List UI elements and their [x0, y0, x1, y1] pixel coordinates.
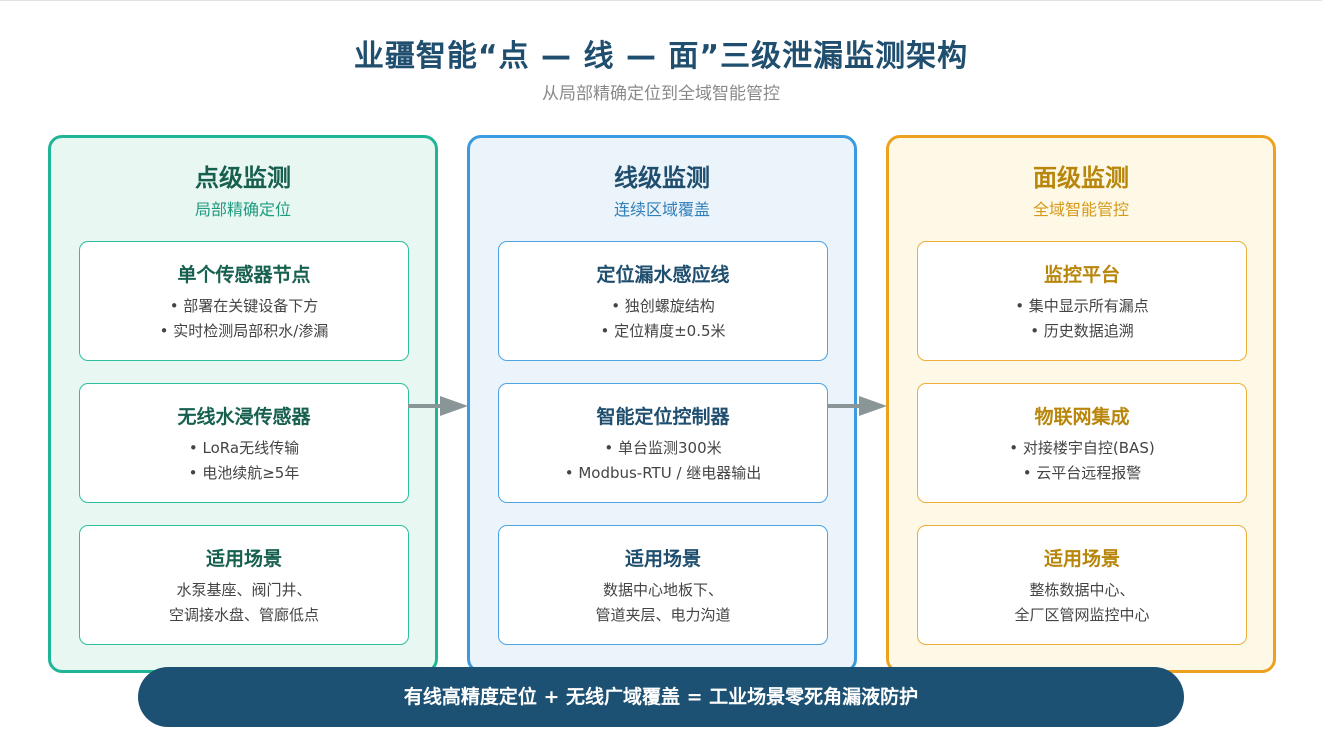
panel-title: 面级监测 [1033, 164, 1129, 192]
card-line: • 云平台远程报警 [1022, 464, 1142, 482]
card-line: • 电池续航≥5年 [188, 464, 300, 482]
card-line: 管道夹层、电力沟道 [595, 606, 731, 624]
card-line: • 单台监测300米 [604, 439, 722, 457]
card-line: • 独创螺旋结构 [611, 297, 715, 315]
panel-subtitle: 连续区域覆盖 [613, 200, 710, 219]
card-line: • 实时检测局部积水/渗漏 [159, 322, 329, 340]
arrow-right-icon [827, 396, 887, 416]
card-line: • 定位精度±0.5米 [600, 322, 726, 340]
page-subtitle: 从局部精确定位到全域智能管控 [542, 84, 780, 104]
arrow-right-icon [408, 396, 468, 416]
card-line: 水泵基座、阀门井、 [176, 581, 312, 599]
summary-banner: 有线高精度定位 + 无线广域覆盖 = 工业场景零死角漏液防护 [138, 667, 1184, 727]
controller-card: 智能定位控制器 • 单台监测300米 • Modbus-RTU / 继电器输出 [498, 383, 828, 503]
iot-integration-card: 物联网集成 • 对接楼宇自控(BAS) • 云平台远程报警 [917, 383, 1247, 503]
panel-title: 点级监测 [195, 164, 291, 192]
card-line: • 部署在关键设备下方 [169, 297, 319, 315]
card-line: • 历史数据追溯 [1030, 322, 1134, 340]
card-title: 监控平台 [1043, 264, 1120, 286]
card-line: • 对接楼宇自控(BAS) [1009, 439, 1155, 457]
line-scenario-card: 适用场景 数据中心地板下、 管道夹层、电力沟道 [498, 525, 828, 645]
panel-subtitle: 全域智能管控 [1032, 200, 1129, 219]
card-title: 适用场景 [1043, 548, 1120, 570]
card-line: • 集中显示所有漏点 [1015, 297, 1149, 315]
card-title: 单个传感器节点 [177, 264, 311, 286]
card-line: 数据中心地板下、 [602, 581, 723, 599]
card-line: • LoRa无线传输 [188, 439, 300, 457]
wireless-sensor-card: 无线水浸传感器 • LoRa无线传输 • 电池续航≥5年 [79, 383, 409, 503]
monitoring-platform-card: 监控平台 • 集中显示所有漏点 • 历史数据追溯 [917, 241, 1247, 361]
sensor-node-card: 单个传感器节点 • 部署在关键设备下方 • 实时检测局部积水/渗漏 [79, 241, 409, 361]
point-scenario-card: 适用场景 水泵基座、阀门井、 空调接水盘、管廊低点 [79, 525, 409, 645]
card-title: 适用场景 [205, 548, 282, 570]
sensing-cable-card: 定位漏水感应线 • 独创螺旋结构 • 定位精度±0.5米 [498, 241, 828, 361]
panel-subtitle: 局部精确定位 [194, 200, 291, 219]
point-level-panel: 点级监测 局部精确定位 单个传感器节点 • 部署在关键设备下方 • 实时检测局部… [48, 135, 438, 673]
card-line: 空调接水盘、管廊低点 [168, 606, 319, 624]
card-title: 适用场景 [624, 548, 701, 570]
card-line: 整栋数据中心、 [1029, 581, 1135, 599]
area-scenario-card: 适用场景 整栋数据中心、 全厂区管网监控中心 [917, 525, 1247, 645]
area-level-panel: 面级监测 全域智能管控 监控平台 • 集中显示所有漏点 • 历史数据追溯 物联网… [886, 135, 1276, 673]
card-line: • Modbus-RTU / 继电器输出 [564, 464, 762, 482]
page-title: 业疆智能“点 — 线 — 面”三级泄漏监测架构 [353, 39, 969, 74]
panel-title: 线级监测 [614, 164, 710, 192]
card-title: 无线水浸传感器 [177, 406, 311, 428]
card-title: 智能定位控制器 [596, 406, 730, 428]
card-title: 物联网集成 [1034, 406, 1130, 428]
card-line: 全厂区管网监控中心 [1014, 606, 1150, 624]
card-title: 定位漏水感应线 [596, 264, 730, 286]
line-level-panel: 线级监测 连续区域覆盖 定位漏水感应线 • 独创螺旋结构 • 定位精度±0.5米… [467, 135, 857, 673]
